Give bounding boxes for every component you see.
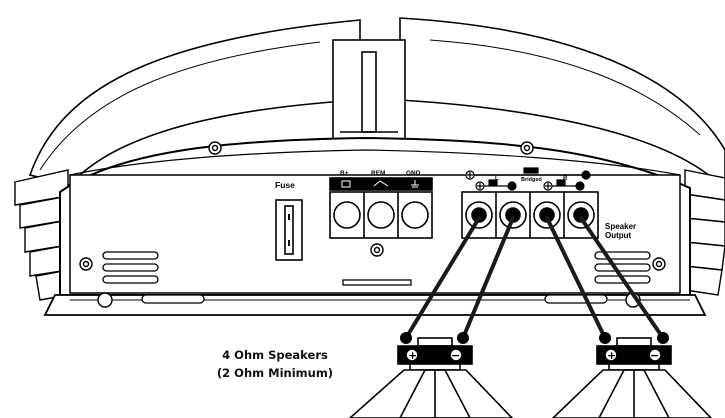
speaker-output-block <box>461 191 599 239</box>
speaker-wires <box>404 216 665 340</box>
terminal-label-gnd: GND <box>406 170 421 177</box>
wire-ends <box>400 332 669 344</box>
terminal-label-bplus: B+ <box>340 170 349 177</box>
panel-screws <box>79 141 666 308</box>
vent-slots <box>102 251 651 304</box>
speaker-right <box>551 337 713 418</box>
channel-left-label: L <box>495 176 499 182</box>
speaker-output-label-line1: Speaker <box>605 222 636 231</box>
terminal-label-rem: REM <box>371 170 385 177</box>
speaker-output-label: Speaker Output <box>605 222 638 240</box>
speaker-caption-line2: (2 Ohm Minimum) <box>216 366 334 380</box>
fuse-holder <box>275 199 303 261</box>
heatsink-left-fins <box>14 169 69 301</box>
heatsink-top <box>28 17 725 192</box>
channel-markings <box>465 167 591 191</box>
left-speaker-minus: − <box>451 349 460 362</box>
speaker-output-label-line2: Output <box>605 231 632 240</box>
right-speaker-plus: + <box>607 349 616 362</box>
channel-right-label: R <box>563 176 568 182</box>
fuse-label: Fuse <box>275 180 295 190</box>
power-terminal-block <box>329 177 433 239</box>
bridged-label: Bridged <box>521 177 542 183</box>
left-speaker-plus: + <box>408 349 417 362</box>
terminal-icons <box>341 180 419 188</box>
right-speaker-minus: − <box>650 349 659 362</box>
speaker-left <box>348 337 514 418</box>
speaker-caption-line1: 4 Ohm Speakers <box>222 348 328 362</box>
